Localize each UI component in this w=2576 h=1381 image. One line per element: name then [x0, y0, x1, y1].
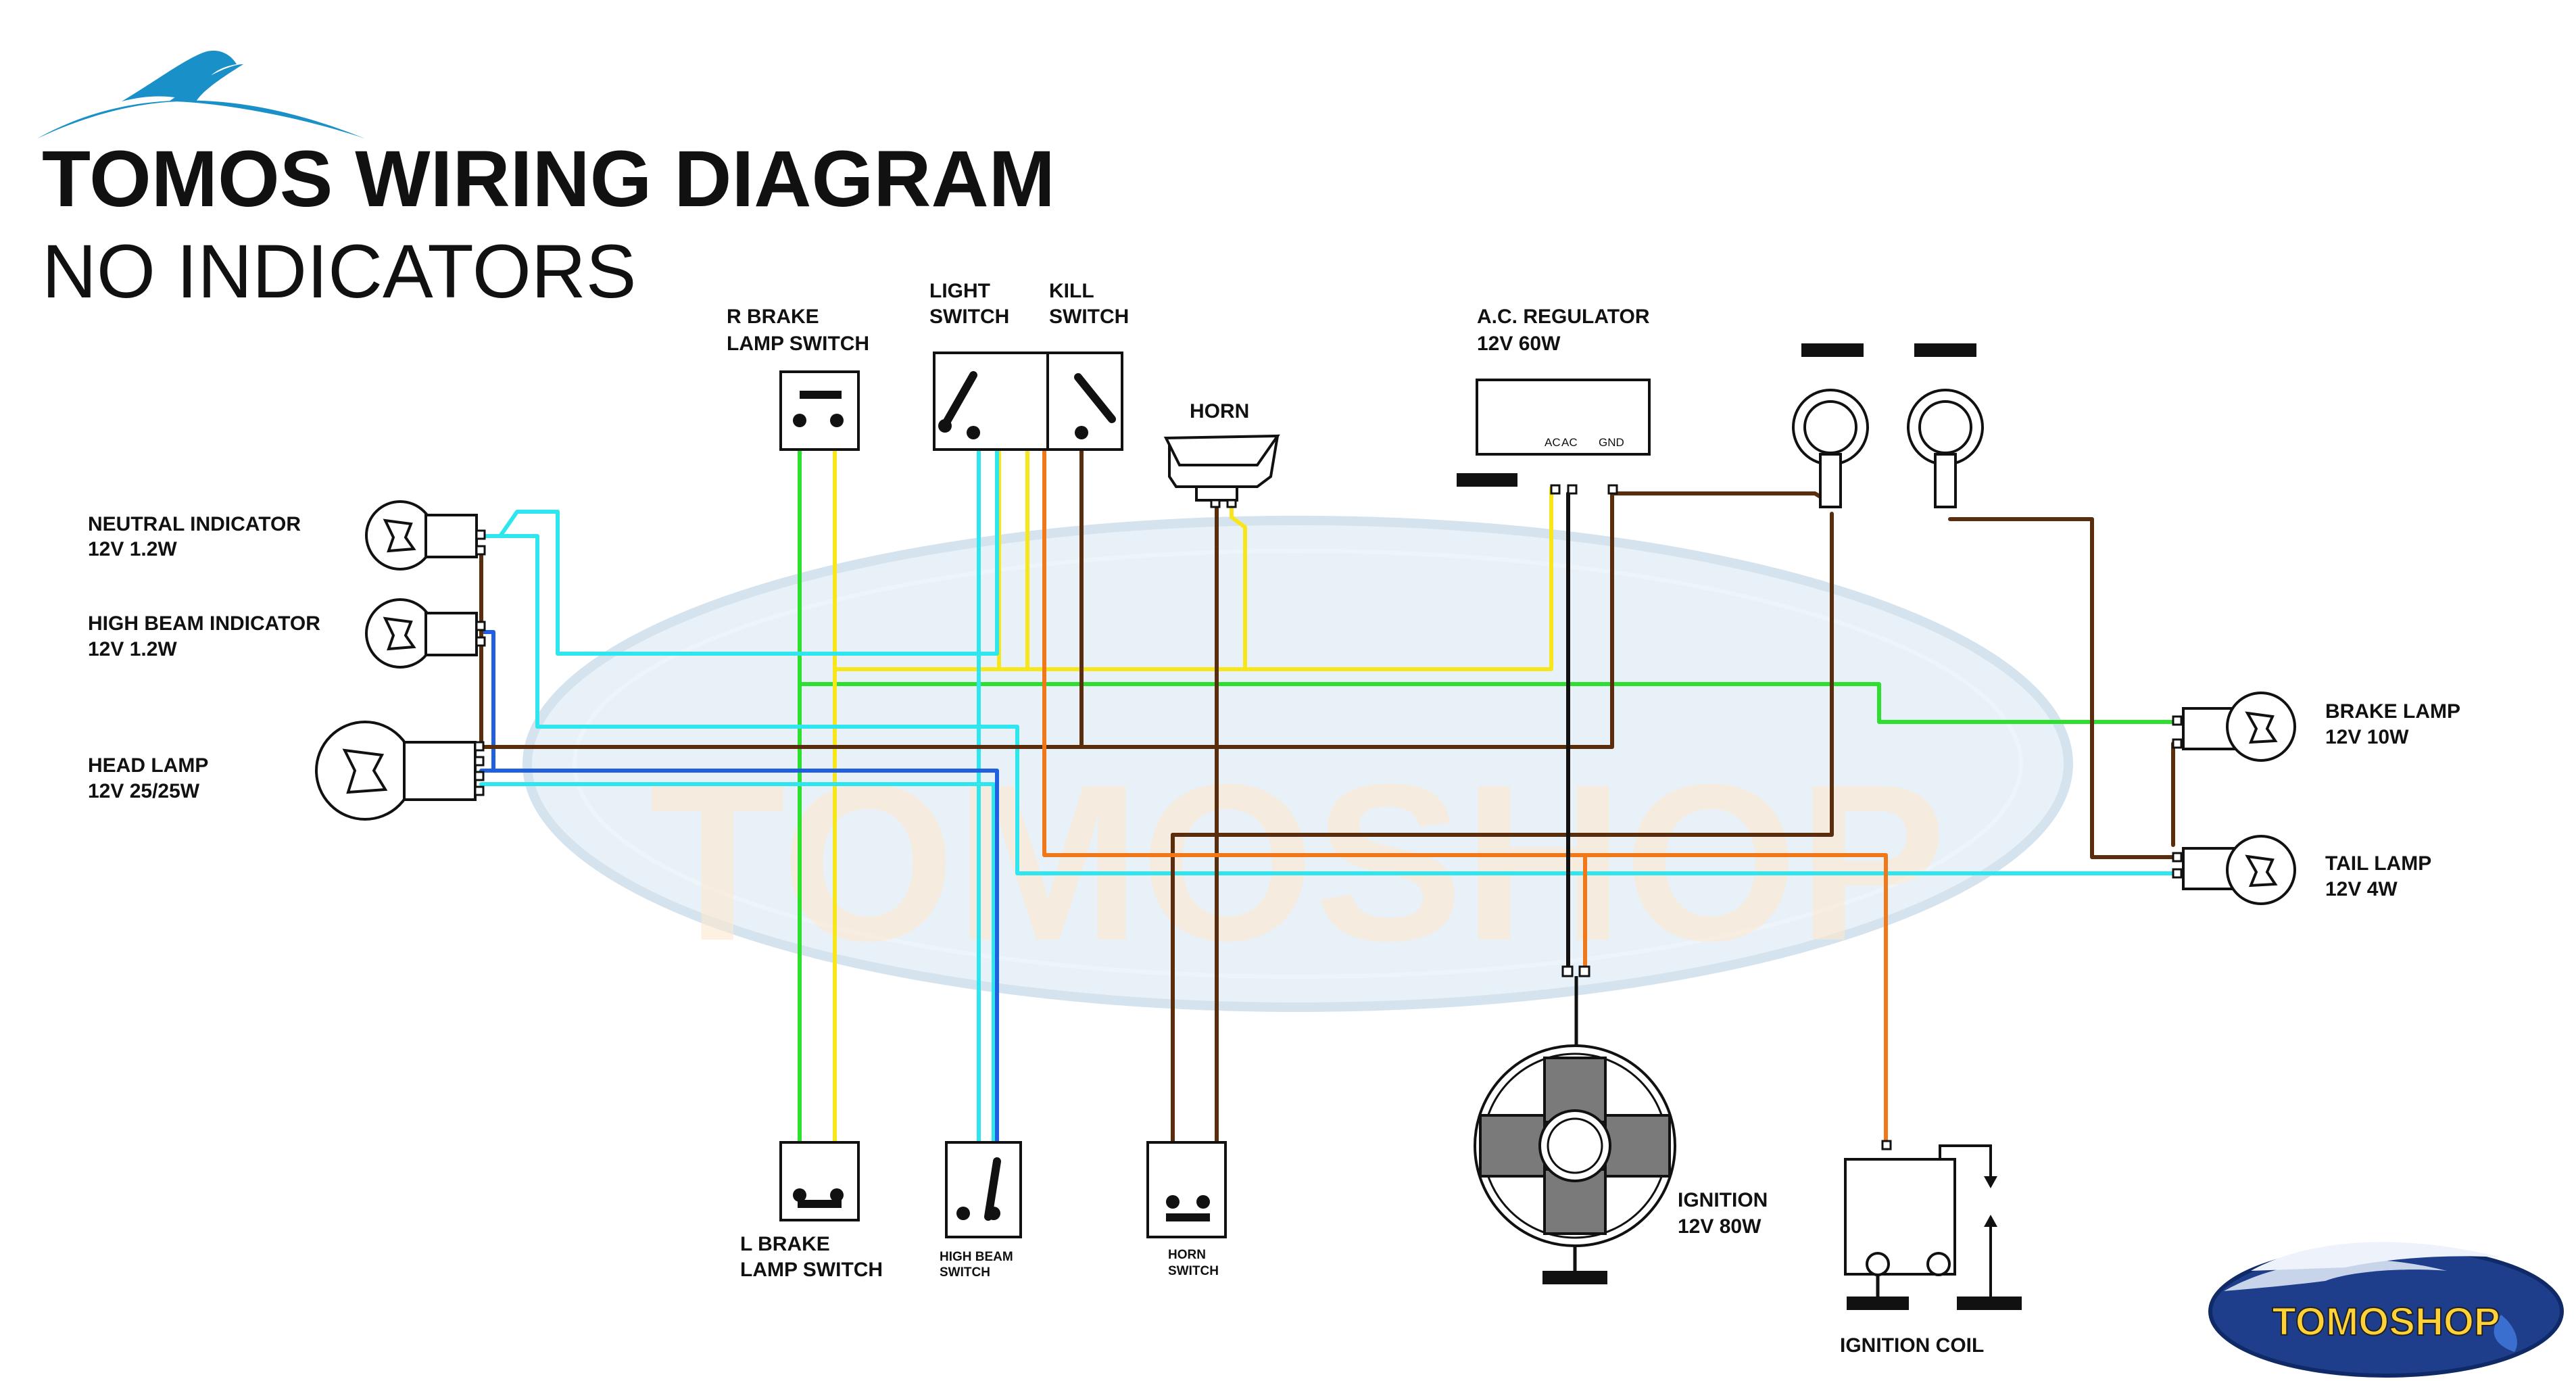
ignition-coil: IGNITION COIL: [1840, 1140, 2022, 1357]
regulator-label-1: A.C. REGULATOR: [1477, 306, 1650, 328]
horn: HORN: [1163, 400, 1280, 508]
regulator-terminal-ac-2: AC: [1561, 436, 1578, 449]
tomos-logo: [37, 50, 365, 139]
l-brake-label-1: L BRAKE: [740, 1233, 830, 1255]
ignition-coil-label: IGNITION COIL: [1840, 1334, 1984, 1357]
high-beam-switch-label-2: SWITCH: [940, 1265, 990, 1280]
neutral-indicator-label-2: 12V 1.2W: [88, 538, 177, 560]
ignition-stator: IGNITION 12V 80W: [1474, 965, 1768, 1284]
tail-lamp: TAIL LAMP 12V 4W: [2172, 835, 2431, 905]
high-beam-switch-label-1: HIGH BEAM: [940, 1250, 1013, 1264]
tail-lamp-label-1: TAIL LAMP: [2325, 852, 2431, 875]
brown-wire-regulator-ground: [1610, 491, 1834, 506]
high-beam-indicator-label-2: 12V 1.2W: [88, 638, 177, 660]
horn-switch: HORN SWITCH: [1146, 1141, 1227, 1278]
green-wire-brake-lamp: [798, 682, 2175, 724]
brake-lamp: BRAKE LAMP 12V 10W: [2172, 692, 2460, 762]
head-lamp-label-2: 12V 25/25W: [88, 780, 200, 802]
cyan-wire-neutral-2: [479, 534, 2175, 875]
cyan-wire-head-low: [479, 782, 996, 1197]
ground-connector-1: [1792, 343, 1869, 508]
yellow-wire-horn: [1230, 502, 1247, 671]
head-lamp: HEAD LAMP 12V 25/25W: [88, 721, 485, 821]
tail-lamp-label-2: 12V 4W: [2325, 878, 2398, 900]
tomoshop-badge: TOMOSHOP: [2208, 1242, 2564, 1378]
ignition-label-1: IGNITION: [1678, 1189, 1768, 1211]
l-brake-lamp-switch: L BRAKE LAMP SWITCH: [740, 1141, 883, 1281]
cyan-wire-neutral: [479, 431, 999, 656]
ac-regulator: AC AC GND A.C. REGULATOR 12V 60W: [1457, 306, 1651, 495]
yellow-wire-bus: [833, 486, 1553, 671]
watermark-text: TOMOSHOP: [649, 737, 1946, 987]
r-brake-lamp-switch: R BRAKE LAMP SWITCH: [727, 306, 869, 451]
brown-wire-horn-switch: [1171, 512, 1834, 837]
blue-wire-high-beam: [479, 630, 495, 773]
ignition-label-2: 12V 80W: [1678, 1215, 1761, 1238]
neutral-indicator-label-1: NEUTRAL INDICATOR: [88, 513, 301, 535]
head-lamp-label-1: HEAD LAMP: [88, 754, 208, 777]
neutral-indicator-lamp: NEUTRAL INDICATOR 12V 1.2W: [88, 500, 486, 571]
high-beam-indicator-lamp: HIGH BEAM INDICATOR 12V 1.2W: [88, 598, 486, 669]
regulator-terminal-gnd: GND: [1599, 436, 1624, 449]
background-watermark: TOMOSHOP: [523, 516, 2073, 1012]
tomoshop-badge-text: TOMOSHOP: [2272, 1300, 2500, 1344]
regulator-label-2: 12V 60W: [1477, 333, 1561, 355]
r-brake-label-1: R BRAKE: [727, 306, 819, 328]
high-beam-switch: HIGH BEAM SWITCH: [940, 1141, 1022, 1280]
light-kill-switch: LIGHT SWITCH KILL SWITCH: [929, 280, 1129, 451]
kill-switch-label-1: KILL: [1049, 280, 1094, 302]
ground-connector-2: [1907, 343, 1984, 508]
light-switch-label-1: LIGHT: [929, 280, 990, 302]
horn-label: HORN: [1190, 400, 1249, 422]
regulator-terminal-ac-1: AC: [1545, 436, 1561, 449]
horn-switch-label-1: HORN: [1168, 1248, 1206, 1262]
l-brake-label-2: LAMP SWITCH: [740, 1259, 883, 1281]
brown-wire-gnd: [1079, 491, 1614, 749]
page-subtitle: NO INDICATORS: [42, 229, 636, 314]
light-switch-label-2: SWITCH: [929, 306, 1009, 328]
high-beam-indicator-label-1: HIGH BEAM INDICATOR: [88, 612, 320, 635]
brake-lamp-label-1: BRAKE LAMP: [2325, 700, 2460, 723]
r-brake-label-2: LAMP SWITCH: [727, 333, 869, 355]
kill-switch-label-2: SWITCH: [1049, 306, 1129, 328]
wires: [479, 373, 2175, 1197]
blue-wire-head-high: [491, 769, 999, 1197]
brown-wire-tail: [1948, 517, 2175, 859]
brake-lamp-label-2: 12V 10W: [2325, 726, 2409, 748]
page-title: TOMOS WIRING DIAGRAM: [42, 135, 1055, 224]
horn-switch-label-2: SWITCH: [1168, 1264, 1219, 1278]
